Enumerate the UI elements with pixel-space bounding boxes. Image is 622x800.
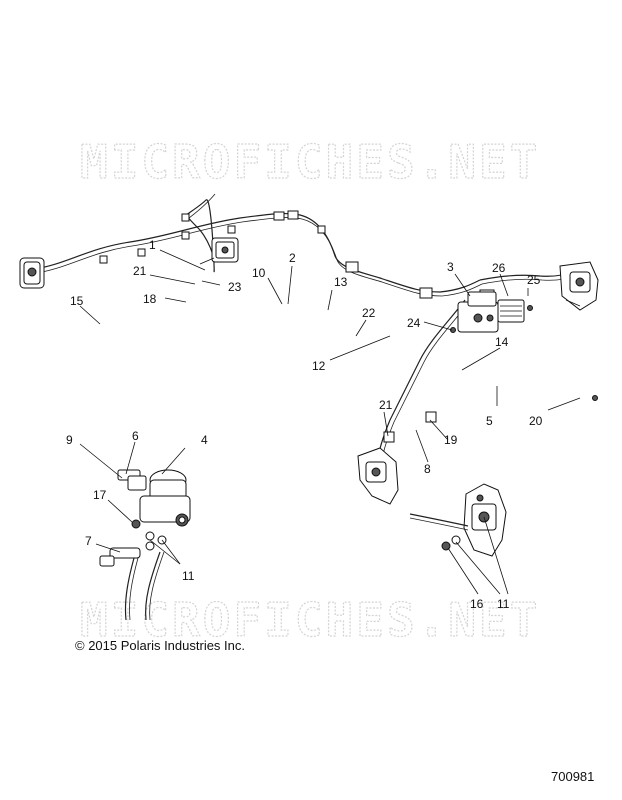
callout-2: 2 bbox=[289, 251, 296, 265]
master-cylinder bbox=[99, 469, 191, 621]
callout-13: 13 bbox=[334, 275, 348, 289]
leader-lines bbox=[79, 249, 581, 595]
callout-21-upper: 21 bbox=[133, 264, 147, 278]
callout-11-left: 11 bbox=[182, 569, 195, 583]
callout-19: 19 bbox=[444, 433, 458, 447]
callout-7: 7 bbox=[85, 534, 92, 548]
callout-24: 24 bbox=[407, 316, 421, 330]
callout-5: 5 bbox=[486, 414, 493, 428]
upper-bracket bbox=[199, 237, 239, 265]
callout-6: 6 bbox=[132, 429, 139, 443]
abs-module bbox=[450, 291, 598, 401]
callout-14-pos: 14 bbox=[495, 335, 509, 349]
rear-left-caliper bbox=[357, 447, 399, 505]
callout-3: 3 bbox=[447, 260, 454, 274]
callout-23: 23 bbox=[228, 280, 242, 294]
callout-22: 22 bbox=[362, 306, 376, 320]
left-front-caliper bbox=[19, 257, 45, 289]
hose-clips bbox=[99, 210, 495, 443]
callout-15: 15 bbox=[70, 294, 84, 308]
callout-20: 20 bbox=[529, 414, 543, 428]
callout-18: 18 bbox=[143, 292, 157, 306]
right-front-caliper bbox=[559, 261, 599, 311]
reference-number: 700981 bbox=[551, 769, 595, 784]
callout-9: 9 bbox=[66, 433, 73, 447]
callout-1: 1 bbox=[149, 238, 156, 252]
callouts: 1 21 23 18 15 10 2 13 22 12 3 26 25 24 1… bbox=[66, 238, 543, 611]
watermark-bottom: MICROFICHES.NET bbox=[80, 593, 540, 647]
copyright-text: © 2015 Polaris Industries Inc. bbox=[75, 638, 245, 653]
watermark-top: MICROFICHES.NET bbox=[80, 135, 540, 189]
callout-8: 8 bbox=[424, 462, 431, 476]
rear-right-caliper bbox=[409, 483, 507, 557]
callout-10: 10 bbox=[252, 266, 266, 280]
callout-4: 4 bbox=[201, 433, 208, 447]
callout-25: 25 bbox=[527, 273, 541, 287]
callout-26: 26 bbox=[492, 261, 506, 275]
callout-16: 16 bbox=[470, 597, 484, 611]
callout-11-right: 11 bbox=[497, 597, 510, 611]
callout-21-lower: 21 bbox=[379, 398, 393, 412]
callout-17: 17 bbox=[93, 488, 107, 502]
callout-12: 12 bbox=[312, 359, 326, 373]
